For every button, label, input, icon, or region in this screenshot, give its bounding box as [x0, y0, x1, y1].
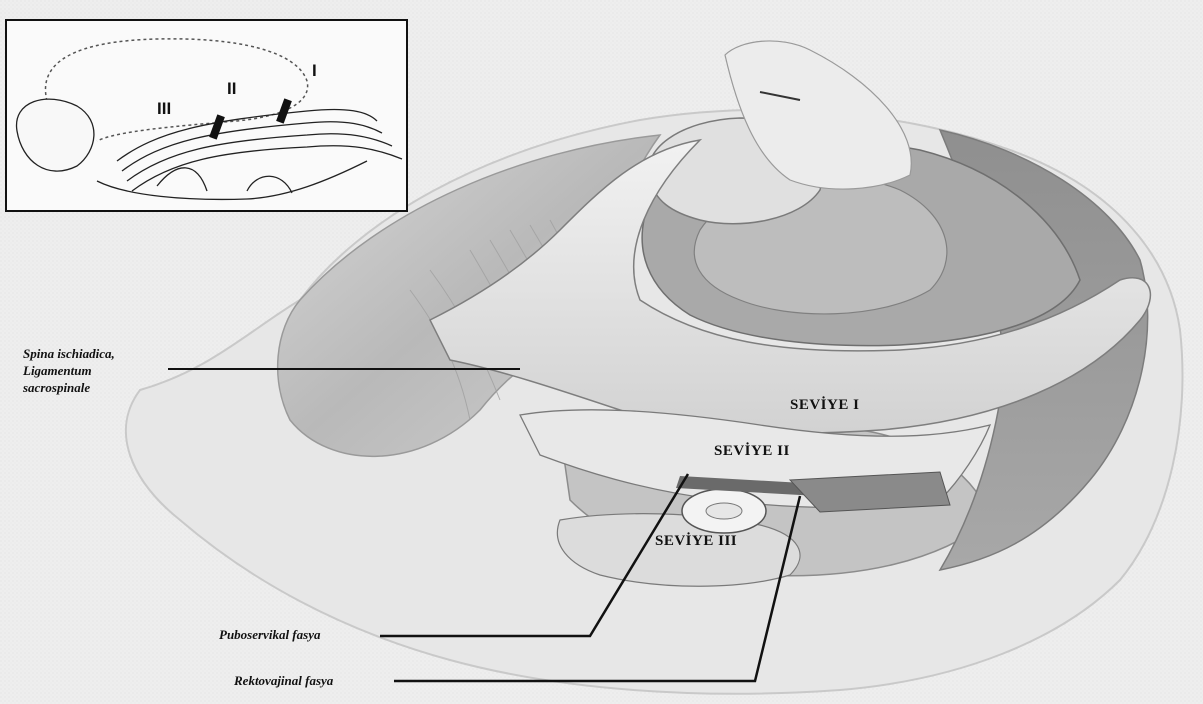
- spina-label-line-2: Ligamentum: [23, 362, 115, 379]
- spina-label-line-3: sacrospinale: [23, 379, 115, 396]
- level-2-label: SEVİYE II: [714, 443, 790, 460]
- inset-mark-ii: [209, 114, 225, 139]
- spina-label-line-1: Spina ischiadica,: [23, 345, 115, 362]
- vaginal-lumen: [706, 503, 742, 519]
- inset-bladder: [17, 99, 94, 171]
- inset-mark-i: [276, 98, 292, 123]
- rektovajinal-label: Rektovajinal fasya: [234, 672, 333, 689]
- level-1-label: SEVİYE I: [790, 397, 859, 414]
- level-3-label: SEVİYE III: [655, 533, 737, 550]
- inset-schematic: [7, 21, 406, 210]
- puboservikal-label: Puboservikal fasya: [219, 626, 320, 643]
- level-schematic-inset: I II III: [5, 19, 408, 212]
- inset-label-iii: III: [157, 99, 171, 119]
- spina-ischiadica-label: Spina ischiadica, Ligamentum sacrospinal…: [23, 345, 115, 396]
- inset-label-ii: II: [227, 79, 236, 99]
- inset-label-i: I: [312, 61, 317, 81]
- inset-rectum: [97, 161, 367, 199]
